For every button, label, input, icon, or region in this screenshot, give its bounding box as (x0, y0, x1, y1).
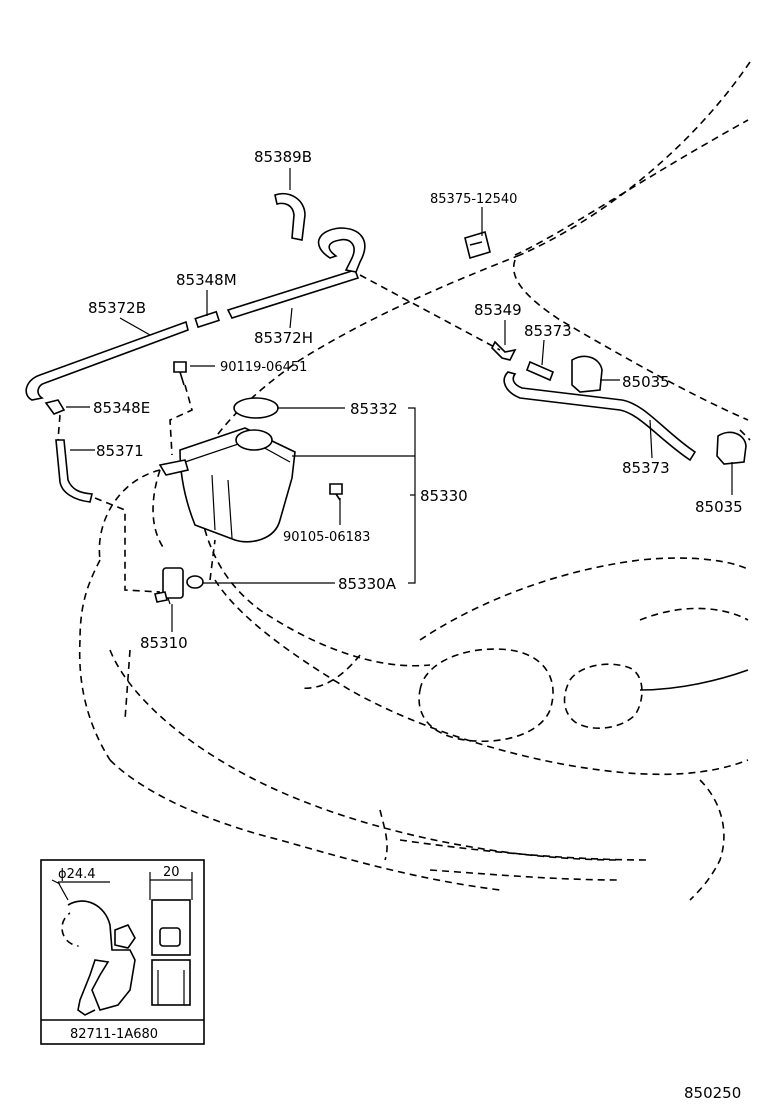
label-85330A: 85330A (338, 575, 397, 593)
label-85389B: 85389B (254, 148, 312, 166)
label-85310: 85310 (140, 634, 188, 652)
washer-tank-85330 (158, 361, 343, 543)
label-85373-bottom: 85373 (622, 459, 670, 477)
label-85332: 85332 (350, 400, 398, 418)
label-85349: 85349 (474, 301, 522, 319)
hose-routing-lines (57, 274, 501, 593)
clamp-85389B (274, 193, 306, 241)
label-85372B: 85372B (88, 299, 146, 317)
inset-clip-detail: ϕ24.4 20 82711-1A680 (40, 859, 205, 1045)
inset-diameter-label: ϕ24.4 (58, 867, 96, 882)
label-85375-12540: 85375-12540 (430, 192, 517, 207)
part-labels: 85389B 85375-12540 85348M 85372B 85372H … (88, 148, 743, 652)
washer-pump-85310 (154, 567, 204, 605)
hoses (25, 227, 697, 503)
figure-number: 850250 (684, 1084, 741, 1102)
label-85330: 85330 (420, 487, 468, 505)
leader-lines (66, 168, 733, 632)
label-85348M: 85348M (176, 271, 237, 289)
label-85348E: 85348E (93, 399, 150, 417)
clip-85375-12540 (464, 230, 491, 260)
label-90119-06451: 90119-06451 (220, 360, 307, 375)
label-85035-a: 85035 (622, 373, 670, 391)
label-85035-b: 85035 (695, 498, 743, 516)
inset-width-label: 20 (163, 865, 180, 880)
inset-part-number: 82711-1A680 (70, 1027, 158, 1042)
label-85371: 85371 (96, 442, 144, 460)
label-85372H: 85372H (254, 329, 313, 347)
washer-nozzles (571, 355, 747, 465)
label-85373-top: 85373 (524, 322, 572, 340)
car-body-outline (78, 61, 751, 901)
label-90105-06183: 90105-06183 (283, 530, 370, 545)
